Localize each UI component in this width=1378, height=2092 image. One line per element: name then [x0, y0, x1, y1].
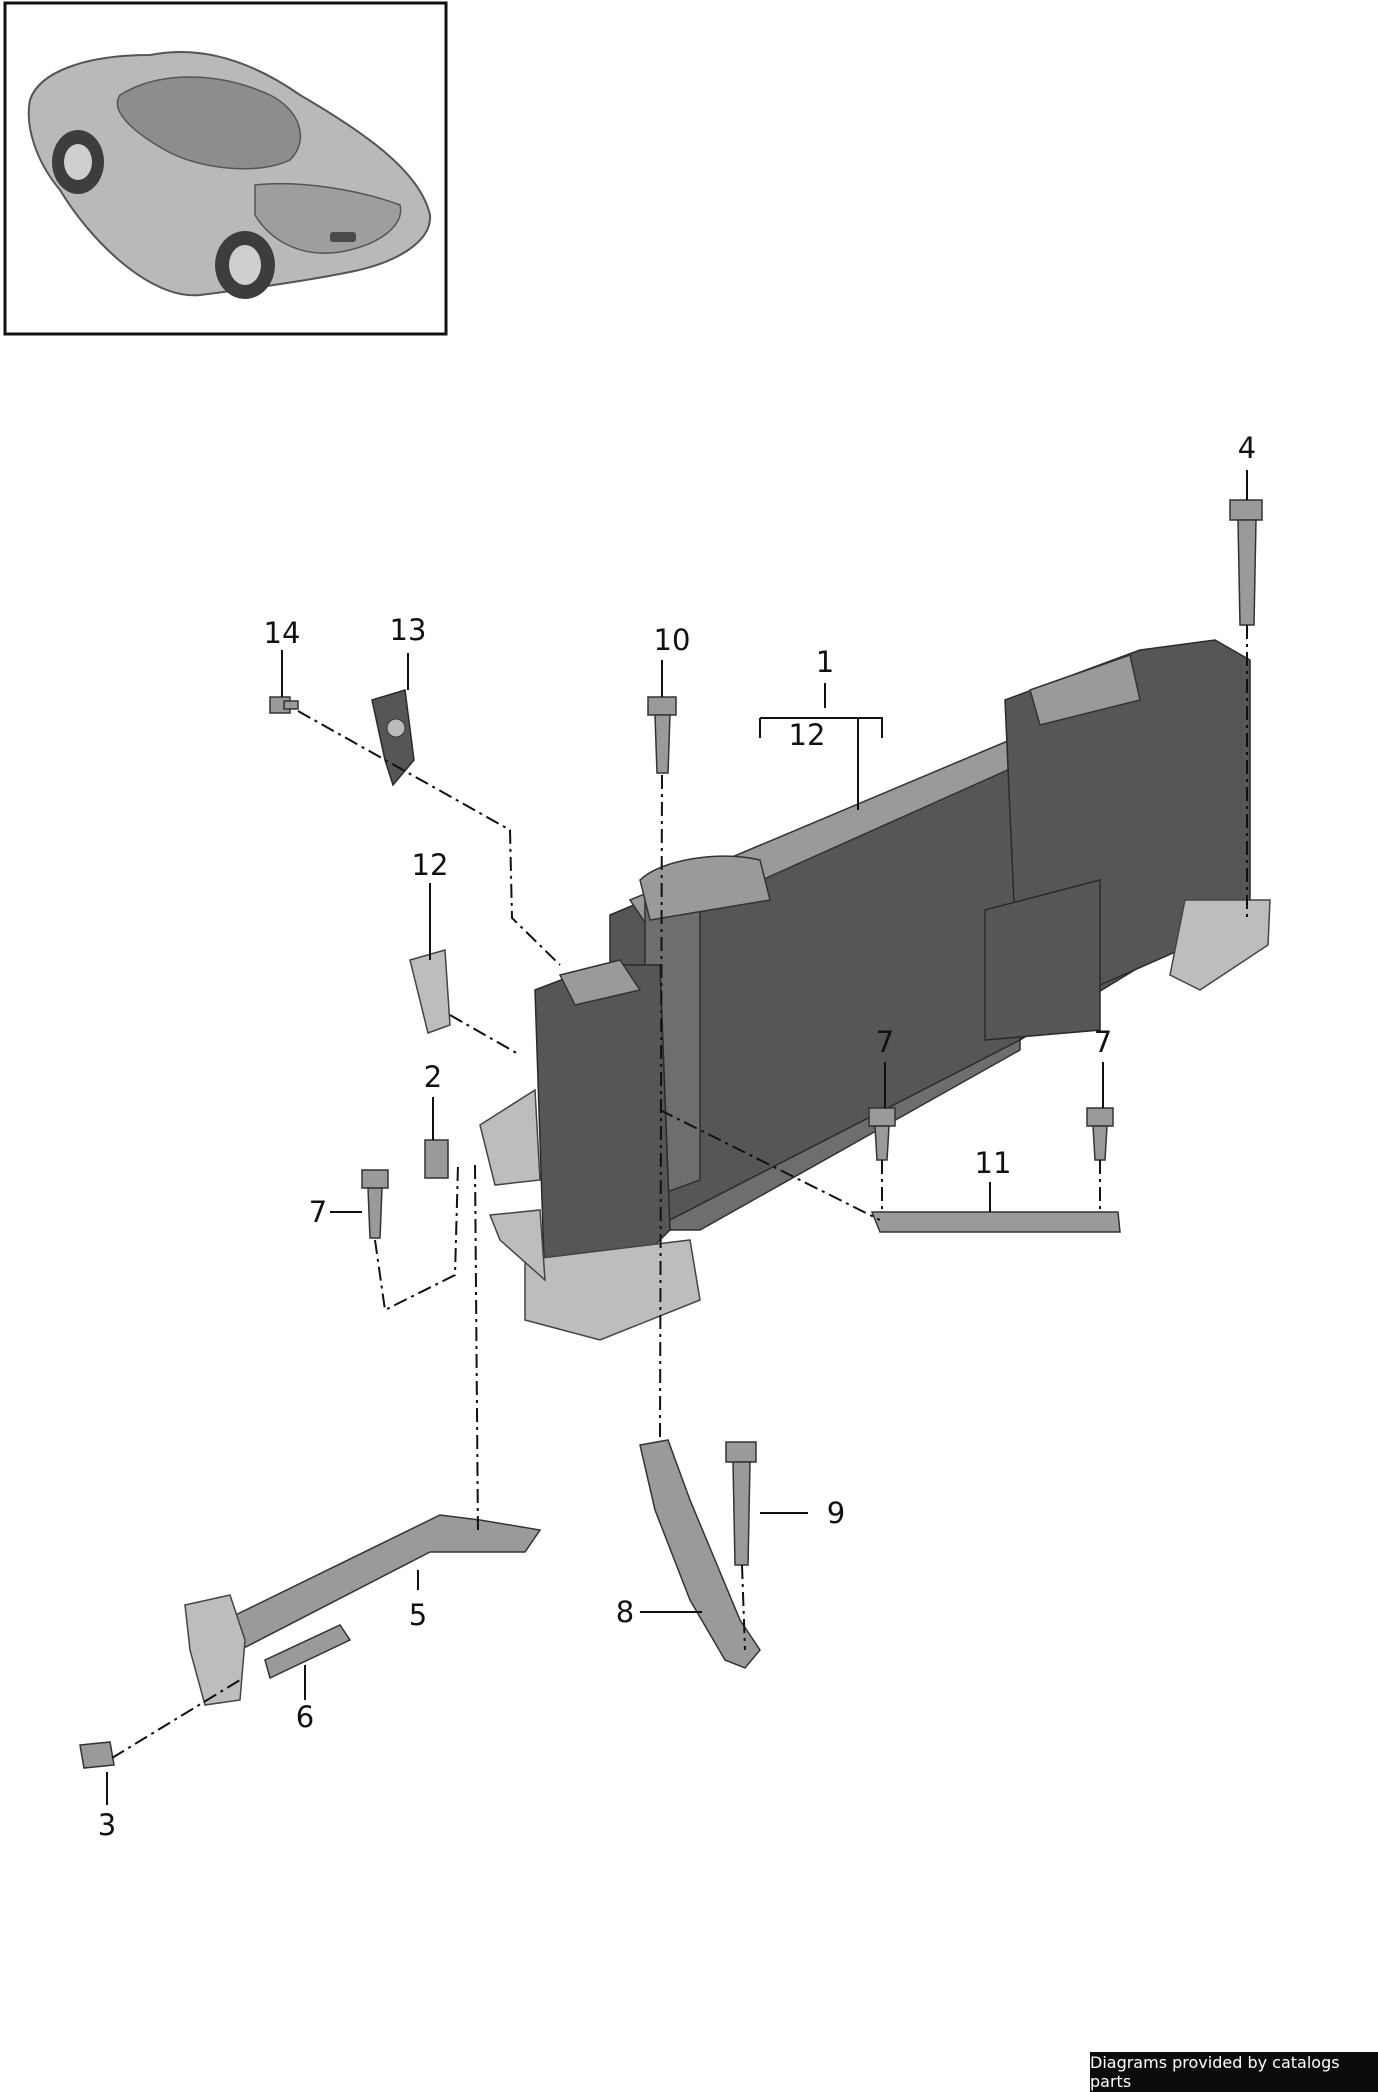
- callout-12-top: 12: [789, 718, 826, 752]
- main-crossmember-part: [479, 639, 1271, 1341]
- callout-3: 3: [98, 1808, 116, 1842]
- bracket-part-12: [409, 949, 451, 1034]
- callout-9: 9: [827, 1496, 845, 1530]
- bolt-part-10: [647, 696, 677, 774]
- vehicle-thumbnail: [3, 1, 448, 336]
- callout-7-mid: 7: [876, 1025, 894, 1059]
- callout-6: 6: [296, 1700, 314, 1734]
- callout-10: 10: [654, 623, 691, 657]
- callout-11: 11: [975, 1146, 1012, 1180]
- arm-part-8: [639, 1439, 761, 1669]
- diagram-credit-footer: Diagrams provided by catalogs parts: [1090, 2052, 1378, 2092]
- callout-4: 4: [1238, 431, 1256, 465]
- callout-8: 8: [616, 1595, 634, 1629]
- callout-leader-lines: [106, 470, 1248, 1805]
- bolt-part-9: [725, 1441, 757, 1566]
- callout-7-right: 7: [1094, 1025, 1112, 1059]
- clip-part-2: [424, 1139, 449, 1179]
- bolt-part-7-left: [361, 1169, 389, 1239]
- bracket-part-13: [371, 689, 415, 787]
- callout-labels: 1 12 12 2 3 4 5 6 7 7 7 8 9 10 11 13 14: [98, 431, 1256, 1842]
- car-rear-three-quarter-icon: [27, 51, 432, 299]
- nut-part-3: [79, 1741, 115, 1769]
- strut-part-11: [870, 1211, 1121, 1233]
- bolt-part-6: [264, 1624, 352, 1680]
- assembly-guide-lines: [111, 625, 1248, 1759]
- callout-14: 14: [264, 616, 301, 650]
- callout-1: 1: [816, 645, 834, 679]
- callout-5: 5: [409, 1598, 427, 1632]
- pin-part-14: [269, 696, 299, 714]
- callout-7-left: 7: [309, 1195, 327, 1229]
- callout-12: 12: [412, 848, 449, 882]
- bolt-part-7-right: [1086, 1107, 1114, 1161]
- callout-2: 2: [424, 1060, 442, 1094]
- bolt-part-4: [1229, 499, 1263, 626]
- bar-part-5: [184, 1514, 542, 1706]
- callout-13: 13: [390, 613, 427, 647]
- bolt-part-7-mid: [868, 1107, 896, 1161]
